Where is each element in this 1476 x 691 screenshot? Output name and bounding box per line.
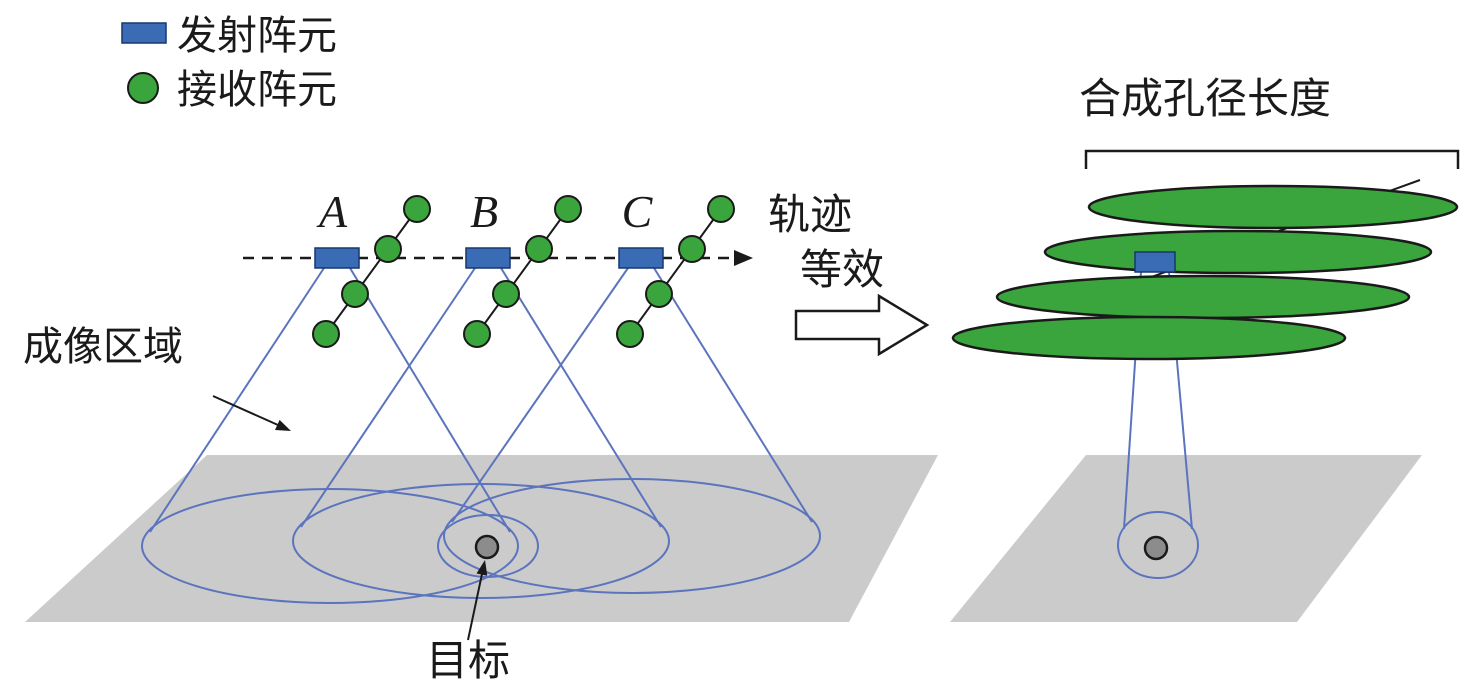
aperture-length-bracket bbox=[1084, 149, 1460, 169]
target-arrowhead-icon bbox=[476, 560, 488, 576]
legend-receive-swatch bbox=[127, 72, 159, 104]
receive-element-dot bbox=[463, 320, 491, 348]
target-arrow-line bbox=[467, 573, 483, 641]
array-position-a: A bbox=[312, 186, 431, 348]
imaging-area-label: 成像区域 bbox=[23, 324, 183, 369]
synthetic-aperture-label: 合成孔径长度 bbox=[1079, 77, 1331, 123]
transmit-element-rect-a bbox=[314, 247, 360, 269]
equivalence-label: 等效 bbox=[800, 248, 884, 294]
target-dot-right bbox=[1143, 535, 1169, 561]
receive-element-dot bbox=[678, 235, 706, 263]
beam-footprint-a bbox=[141, 488, 519, 604]
receive-element-dot bbox=[645, 280, 673, 308]
receive-element-dot bbox=[341, 280, 369, 308]
receive-element-dot bbox=[616, 320, 644, 348]
beam-edge-c-left bbox=[451, 267, 629, 523]
beam-edge-a-left bbox=[149, 267, 325, 533]
array-axis-line-b bbox=[468, 197, 577, 346]
synthetic-aperture-ellipse-2 bbox=[1043, 229, 1433, 275]
receive-element-dot bbox=[525, 235, 553, 263]
position-label-b: B bbox=[470, 186, 498, 237]
legend: 发射阵元 接收阵元 bbox=[121, 13, 337, 112]
beam-edge-a-right bbox=[349, 267, 511, 533]
receive-element-dot bbox=[403, 195, 431, 223]
beam-edge-c-right bbox=[653, 267, 813, 523]
array-position-b: B bbox=[463, 186, 582, 348]
receive-element-dot bbox=[554, 195, 582, 223]
ground-plane-right bbox=[950, 455, 1422, 622]
imaging-area-arrow-line bbox=[212, 395, 279, 426]
position-label-c: C bbox=[622, 186, 654, 237]
target-label: 目标 bbox=[426, 639, 510, 685]
array-axis-line-a bbox=[317, 197, 426, 346]
beam-edge-b-left bbox=[300, 267, 476, 528]
position-label-a: A bbox=[316, 186, 348, 237]
synthetic-aperture-ellipse-3 bbox=[995, 274, 1411, 320]
imaging-area-arrowhead-icon bbox=[275, 419, 291, 431]
legend-receive-label: 接收阵元 bbox=[177, 67, 337, 112]
receive-element-dot bbox=[707, 195, 735, 223]
legend-transmit-swatch bbox=[121, 22, 167, 44]
beam-footprint-right bbox=[1117, 511, 1199, 579]
receive-element-dot bbox=[374, 235, 402, 263]
equivalence-block-arrow-icon bbox=[794, 293, 930, 357]
receive-element-dot bbox=[312, 320, 340, 348]
synthetic-aperture-ellipse-1 bbox=[1087, 184, 1459, 230]
target-resolution-cell-ellipse bbox=[437, 514, 539, 578]
beam-edge-b-right bbox=[500, 267, 662, 528]
synthetic-aperture-ellipse-4 bbox=[951, 315, 1347, 361]
transmit-element-rect-b bbox=[465, 247, 511, 269]
trajectory-label: 轨迹 bbox=[768, 193, 852, 239]
trajectory-arrowhead-icon bbox=[734, 250, 753, 266]
transmit-element-rect-right bbox=[1134, 251, 1176, 273]
receive-element-dot bbox=[492, 280, 520, 308]
transmit-element-rect-c bbox=[618, 247, 664, 269]
array-position-c: C bbox=[616, 186, 735, 348]
target-dot-left bbox=[474, 534, 500, 560]
array-axis-line-c bbox=[621, 197, 730, 346]
legend-transmit-label: 发射阵元 bbox=[177, 13, 337, 58]
